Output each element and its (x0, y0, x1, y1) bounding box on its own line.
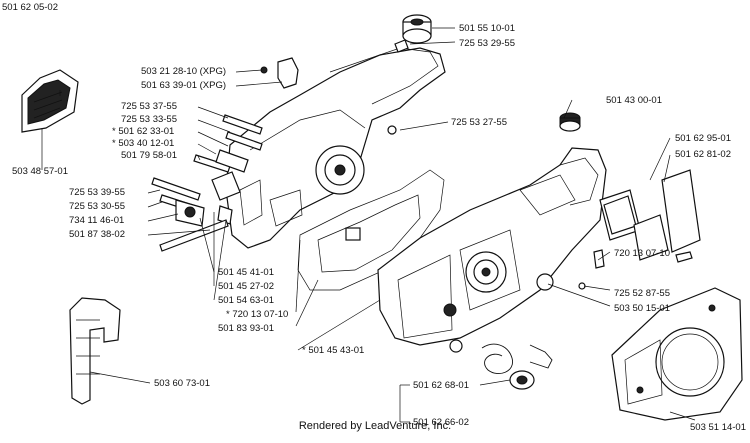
part-spring (481, 343, 553, 390)
part-plates-right (578, 169, 701, 290)
part-bracket (69, 297, 121, 405)
part-label[interactable]: * 501 62 33-01 (112, 126, 175, 137)
part-bolts-left (151, 114, 263, 252)
part-label[interactable]: 501 83 93-01 (218, 323, 274, 334)
part-label[interactable]: 725 53 37-55 (121, 101, 177, 112)
part-label[interactable]: 501 62 68-01 (413, 380, 469, 391)
part-isolator (394, 14, 432, 53)
part-label[interactable]: 725 52 87-55 (614, 288, 670, 299)
part-xpg (260, 57, 299, 89)
part-label[interactable]: 501 45 41-01 (218, 267, 274, 278)
part-label[interactable]: 734 11 46-01 (69, 215, 125, 226)
part-gasket (297, 169, 445, 291)
part-label[interactable]: 501 87 38-02 (69, 229, 125, 240)
part-label[interactable]: 501 79 58-01 (121, 150, 177, 161)
part-label[interactable]: 725 53 33-55 (121, 114, 177, 125)
part-label[interactable]: 503 21 28-10 (XPG) (141, 66, 227, 77)
part-cover-bottom (611, 287, 743, 421)
part-label[interactable]: 501 63 39-01 (XPG) (141, 80, 227, 91)
part-label[interactable]: 501 62 81-02 (675, 149, 731, 160)
part-label[interactable]: 503 51 14-01 (690, 422, 746, 433)
part-crankcase-left (225, 47, 446, 249)
leader-lines (41, 27, 696, 423)
part-label[interactable]: 725 53 27-55 (451, 117, 507, 128)
diagram-title-code: 501 62 05-02 (2, 2, 58, 13)
part-label[interactable]: 503 48 57-01 (12, 166, 68, 177)
part-buffer (559, 112, 581, 132)
part-label[interactable]: 501 62 95-01 (675, 133, 731, 144)
part-label[interactable]: 501 43 00-01 (606, 95, 662, 106)
part-label[interactable]: 503 60 73-01 (154, 378, 210, 389)
part-label[interactable]: 725 53 30-55 (69, 201, 125, 212)
part-label[interactable]: * 503 40 12-01 (112, 138, 175, 149)
part-label[interactable]: 503 50 15-01 (614, 303, 670, 314)
part-label[interactable]: 501 62 66-02 (413, 417, 469, 428)
footer-credit: Rendered by LeadVenture, Inc. (298, 420, 452, 432)
part-label[interactable]: 720 13 07-10 (614, 248, 670, 259)
part-label[interactable]: 725 53 39-55 (69, 187, 125, 198)
part-label[interactable]: 501 45 27-02 (218, 281, 274, 292)
part-air-filter-cover (21, 69, 79, 133)
part-label[interactable]: 501 54 63-01 (218, 295, 274, 306)
part-crankcase-right (377, 147, 607, 353)
part-label[interactable]: 501 55 10-01 (459, 23, 515, 34)
part-label[interactable]: * 720 13 07-10 (226, 309, 289, 320)
part-label[interactable]: * 501 45 43-01 (302, 345, 365, 356)
part-label[interactable]: 725 53 29-55 (459, 38, 515, 49)
